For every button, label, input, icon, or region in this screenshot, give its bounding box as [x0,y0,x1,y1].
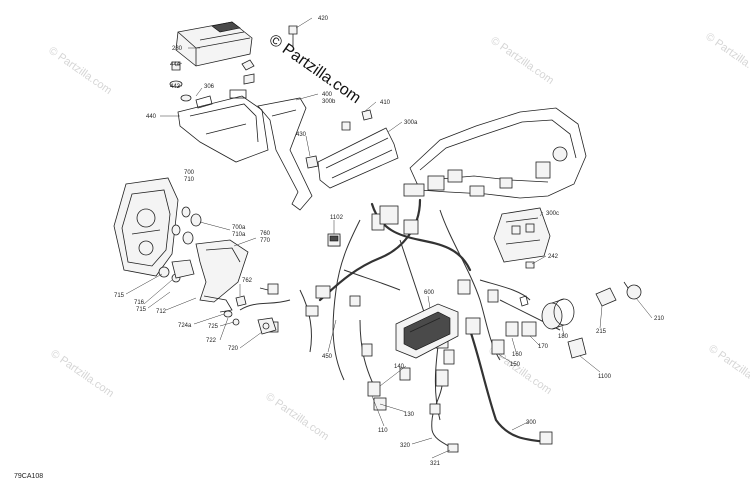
part-gauge-display-600[interactable] [395,303,459,359]
label-215: 215 [596,329,607,335]
watermark-center-bottom: © Partzilla.com [263,391,331,443]
label-210: 210 [654,316,665,322]
label-710: 710 [184,177,195,183]
label-400: 400 [322,92,333,98]
label-280: 280 [172,46,183,52]
parts-lower-connectors[interactable] [367,367,459,453]
leader-lines [125,17,653,459]
label-444: 444 [170,62,181,68]
callout-labels: 420 280 444 442 306 440 400 300b 410 300… [114,16,665,467]
label-760: 760 [260,231,271,237]
label-440: 440 [146,114,157,120]
label-300: 300 [526,420,537,426]
watermark-right-top: © Partzilla.com [488,35,556,87]
label-770: 770 [260,238,271,244]
label-300a: 300a [404,120,418,126]
part-switch-1102[interactable] [327,233,341,247]
watermark-left-bottom: © Partzilla.com [48,348,116,400]
part-bracket-400[interactable] [257,97,313,211]
label-420: 420 [318,16,329,22]
label-710a: 710a [232,232,246,238]
part-headlight-bracket-760[interactable] [195,239,249,313]
label-170: 170 [538,344,549,350]
part-relay-box-300c[interactable] [493,207,551,269]
part-bracket-440[interactable] [177,89,269,163]
watermark-far-right-top: © Partzilla.com [703,31,750,83]
label-1102: 1102 [330,215,344,221]
label-722: 722 [206,338,217,344]
label-320: 320 [400,443,411,449]
watermark-left-top: © Partzilla.com [46,45,114,97]
label-300b: 300b [322,99,336,105]
label-300c: 300c [546,211,559,217]
label-130: 130 [404,412,415,418]
label-720: 720 [228,346,239,352]
label-712: 712 [156,309,167,315]
label-160: 160 [512,352,523,358]
label-180: 180 [558,334,569,340]
label-700: 700 [184,170,195,176]
label-715-lower: 715 [136,307,147,313]
label-442: 442 [170,84,181,90]
part-cover-280[interactable] [175,21,253,67]
label-306: 306 [204,84,215,90]
label-700a: 700a [232,225,246,231]
part-headlight-700[interactable] [113,177,179,277]
label-110: 110 [378,428,388,434]
fasteners-top[interactable] [169,25,373,169]
watermark-far-right-bottom: © Partzilla.com [706,343,750,395]
label-600: 600 [424,290,435,296]
label-715-upper: 715 [114,293,125,299]
small-parts-lower-left[interactable] [223,287,277,335]
label-762: 762 [242,278,253,284]
label-410: 410 [380,100,391,106]
label-716: 716 [134,300,145,306]
label-242: 242 [548,254,559,260]
diagram-code: 79CA108 [14,473,43,480]
label-150: 150 [510,362,521,368]
label-450: 450 [322,354,333,360]
parts-right-side[interactable] [491,281,642,359]
part-main-harness-frame[interactable] [403,107,587,199]
label-1100: 1100 [598,374,612,380]
label-430: 430 [296,132,307,138]
part-connector-bracket-300a[interactable] [317,127,399,189]
label-321: 321 [430,461,441,467]
label-140: 140 [394,364,405,370]
label-724a: 724a [178,323,192,329]
headlight-hardware[interactable] [158,206,202,283]
label-725: 725 [208,324,219,330]
watermark-main: © Partzilla.com [266,31,364,107]
